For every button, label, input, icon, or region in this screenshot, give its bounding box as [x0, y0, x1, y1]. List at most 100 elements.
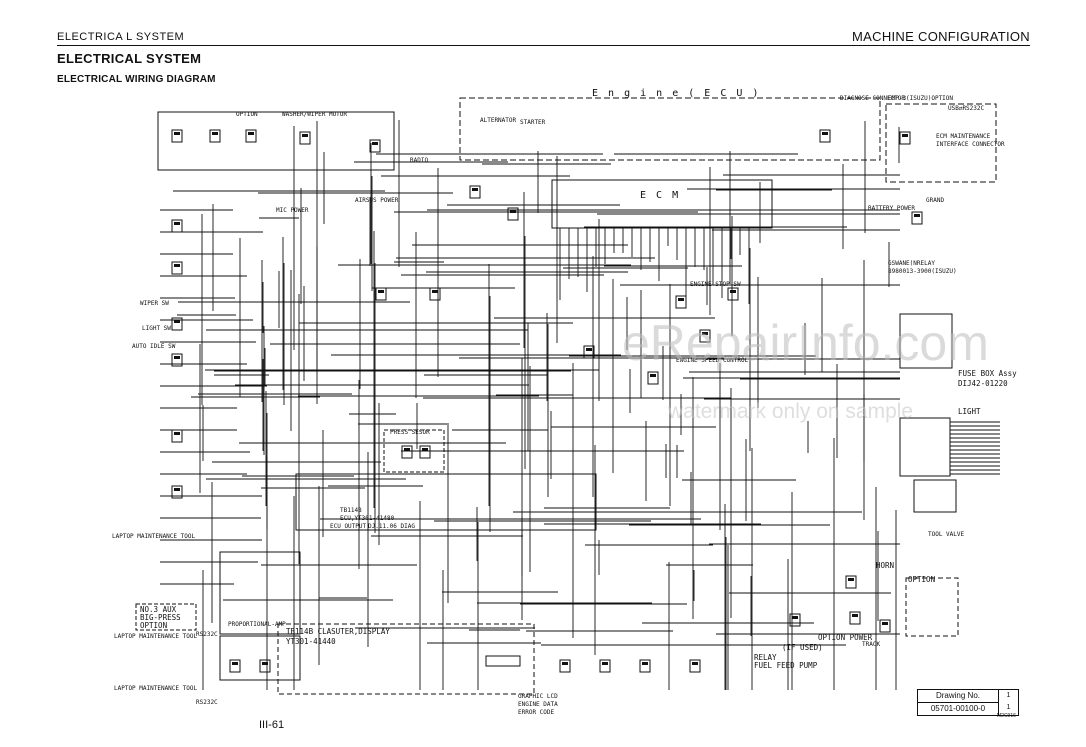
- ecm-maintenance-label: ECM MAINTENANCE: [936, 133, 991, 140]
- connector-pin: [372, 142, 378, 145]
- connector: [819, 129, 831, 143]
- connector: [171, 261, 183, 275]
- ecm-label: E C M: [640, 190, 680, 201]
- sheet-counter: 1 1: [999, 690, 1018, 715]
- fuse-box-label: FUSE BOX Assy: [958, 369, 1017, 378]
- connector-pin: [174, 222, 180, 225]
- option-right-label: OPTION: [908, 575, 935, 584]
- ecm-box: [551, 179, 773, 229]
- usb-label: USB⇄RS232C: [948, 105, 985, 112]
- drawing-no-label: Drawing No.: [918, 690, 999, 703]
- connector: [689, 659, 701, 673]
- sheet-total: 1: [1006, 704, 1011, 711]
- alternator-label: ALTERNATOR: [480, 117, 517, 124]
- connector: [375, 287, 387, 301]
- component-boxes: [135, 97, 997, 695]
- graphic-lcd-label: GRAPHIC LCD: [518, 693, 558, 700]
- connector: [171, 317, 183, 331]
- connector: [879, 619, 891, 633]
- connector: [419, 445, 431, 459]
- option-power-label: OPTION POWER: [818, 633, 873, 642]
- connector: [849, 611, 861, 625]
- engine-ecu-label: E n g i n e ( E C U ): [592, 88, 760, 99]
- option-aux-label: OPTION: [140, 621, 167, 630]
- connector-pin: [562, 662, 568, 665]
- air-sus-label: AIRSUS POWER: [355, 197, 399, 204]
- diagram-subtitle: ELECTRICAL WIRING DIAGRAM: [57, 74, 216, 85]
- rs232c-bottom-label: RS232C: [196, 699, 218, 706]
- connector: [245, 129, 257, 143]
- connector-pin: [174, 264, 180, 267]
- proportional-amp-label: PROPORTIONAL-AMP: [228, 621, 286, 628]
- connector-pin: [232, 662, 238, 665]
- mic-power-label: MIC POWER: [276, 207, 309, 214]
- track-label: TRACK: [862, 641, 880, 648]
- proportional-amp-box: [219, 551, 301, 635]
- connector-blocks: [171, 129, 923, 673]
- connector: [171, 353, 183, 367]
- emp-label: EMP-3(ISUZU)OPTION: [888, 95, 953, 102]
- fuse-code-label: DIJ42-01220: [958, 379, 1008, 388]
- if-used-label: (IF USED): [782, 643, 823, 652]
- connector-pin: [586, 348, 592, 351]
- connector-pin: [248, 132, 254, 135]
- big-press-label: BIG-PRESS: [140, 613, 181, 622]
- amp-connector-box: [219, 635, 301, 681]
- rs232c-mid-label: RS232C: [196, 631, 218, 638]
- sheet-current: 1: [1006, 692, 1011, 699]
- connector: [699, 329, 711, 343]
- connector: [171, 485, 183, 499]
- laptop-tool-mid-label: LAPTOP MAINTENANCE TOOL: [114, 633, 197, 640]
- light-sw-label: LIGHT SW: [142, 325, 171, 332]
- connector: [369, 139, 381, 153]
- gswane-relay-label: GSWANE(NRELAY: [888, 260, 935, 267]
- connector: [171, 429, 183, 443]
- ecu-output-label: ECU OUTPUT: [330, 523, 367, 530]
- connector: [845, 575, 857, 589]
- connector: [507, 207, 519, 221]
- grand-label: GRAND: [926, 197, 944, 204]
- cluster-display-label: TB114B CLASUTER,DISPLAY: [286, 627, 390, 636]
- connector-pin: [882, 622, 888, 625]
- option-head-label: OPTION: [236, 111, 258, 118]
- connector-pin: [432, 290, 438, 293]
- connector: [599, 659, 611, 673]
- connector: [429, 287, 441, 301]
- page-number: III-61: [259, 719, 285, 731]
- connector-pin: [848, 578, 854, 581]
- option-box: [905, 577, 959, 637]
- connector: [229, 659, 241, 673]
- relay-label: RELAY: [754, 653, 777, 662]
- connector-pin: [642, 662, 648, 665]
- engine-data-label: ENGINE DATA: [518, 701, 558, 708]
- connector-pin: [650, 374, 656, 377]
- connector: [675, 295, 687, 309]
- connector: [911, 211, 923, 225]
- connector: [559, 659, 571, 673]
- connector-pin: [692, 662, 698, 665]
- connector: [299, 131, 311, 145]
- connector-pin: [262, 662, 268, 665]
- interface-connector-label: INTERFACE CONNECTOR: [936, 141, 1005, 148]
- cluster-display-box: [277, 623, 535, 695]
- connector: [171, 219, 183, 233]
- connector: [171, 129, 183, 143]
- connector-pin: [730, 290, 736, 293]
- starter-label: STARTER: [520, 119, 546, 126]
- connector: [647, 371, 659, 385]
- running-header-chapter: MACHINE CONFIGURATION: [852, 29, 1030, 44]
- tool-valve-box: [913, 479, 957, 513]
- connector: [583, 345, 595, 359]
- title-block: Drawing No. 05701-00100-0 1 1: [917, 689, 1019, 716]
- wiper-sw-label: WIPER SW: [140, 300, 169, 307]
- laptop-tool-bottom-label: LAPTOP MAINTENANCE TOOL: [114, 685, 197, 692]
- connector-pin: [212, 132, 218, 135]
- ecu-diag-label: DJ.11.06 DIAG: [368, 523, 415, 530]
- header-rule: [57, 45, 1030, 46]
- engine-speed-label: ENGINE SPEED CONTROL: [676, 357, 749, 364]
- watermark-note: watermark only on sample: [667, 400, 913, 423]
- engine-ecu-box: [459, 97, 881, 161]
- connector-pin: [602, 662, 608, 665]
- cluster-code-label: YT301-41440: [286, 637, 336, 646]
- page-title: ELECTRICAL SYSTEM: [57, 51, 202, 66]
